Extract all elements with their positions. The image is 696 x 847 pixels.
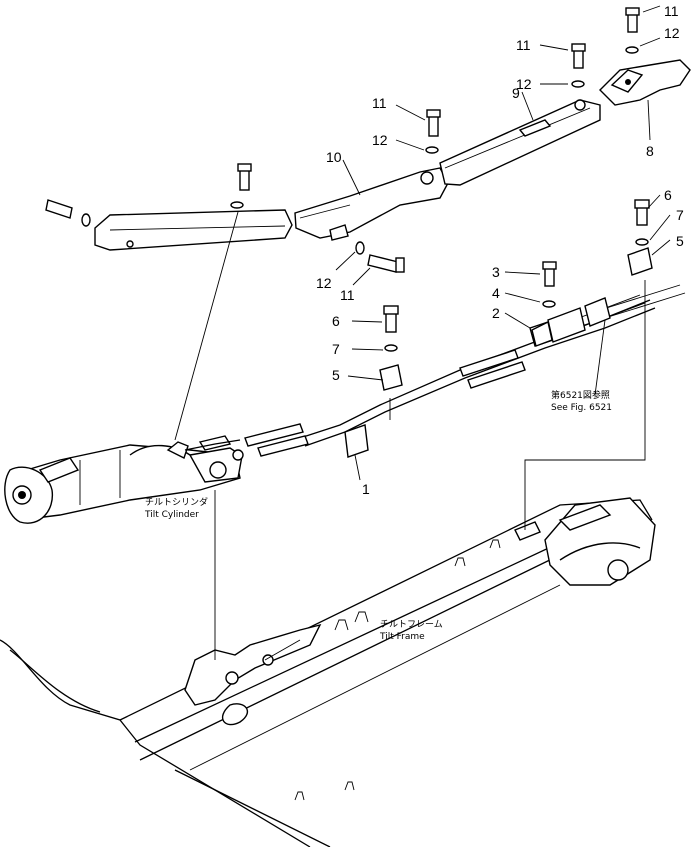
tilt-frame-label-jp: チルトフレーム — [380, 619, 443, 630]
clamp-plate-5 — [379, 247, 653, 391]
callout-11: 11 — [340, 287, 355, 303]
callout-numbers: 11 12 11 12 9 8 11 12 10 12 11 6 7 5 3 4… — [316, 3, 684, 497]
callout-2: 2 — [492, 305, 500, 321]
callout-6: 6 — [332, 313, 340, 329]
callout-11: 11 — [372, 95, 387, 111]
callout-4: 4 — [492, 285, 500, 301]
bracket-9 — [439, 99, 601, 186]
tilt-frame — [0, 497, 656, 847]
see-fig-label-jp: 第6521図参照 — [551, 389, 610, 401]
bracket-8 — [599, 59, 691, 106]
tilt-cylinder-label-en: Tilt Cylinder — [144, 510, 199, 520]
callout-6: 6 — [664, 187, 672, 203]
callout-12: 12 — [664, 25, 680, 41]
callout-5: 5 — [332, 367, 340, 383]
pipe-assembly — [184, 284, 686, 458]
tilt-cylinder-label-jp: チルトシリンダ — [145, 496, 208, 508]
tilt-frame-label-en: Tilt Frame — [379, 632, 425, 642]
callout-11: 11 — [664, 3, 679, 19]
tilt-cylinder — [4, 435, 244, 524]
callout-7: 7 — [332, 341, 340, 357]
callout-10: 10 — [326, 149, 342, 165]
callout-5: 5 — [676, 233, 684, 249]
callout-11: 11 — [516, 37, 531, 53]
cover-plate-left — [94, 209, 293, 251]
callout-12: 12 — [372, 132, 388, 148]
bolts — [45, 7, 650, 352]
callout-9: 9 — [512, 85, 520, 101]
callout-7: 7 — [676, 207, 684, 223]
see-fig-label-en: See Fig. 6521 — [551, 403, 612, 413]
leader-lines — [174, 5, 671, 660]
text-labels: 第6521図参照 See Fig. 6521 チルトシリンダ Tilt Cyli… — [144, 389, 612, 642]
callout-8: 8 — [646, 143, 654, 159]
callout-3: 3 — [492, 264, 500, 280]
callout-12: 12 — [516, 76, 532, 92]
callout-12: 12 — [316, 275, 332, 291]
bracket-10 — [294, 167, 449, 241]
callout-1: 1 — [362, 481, 370, 497]
